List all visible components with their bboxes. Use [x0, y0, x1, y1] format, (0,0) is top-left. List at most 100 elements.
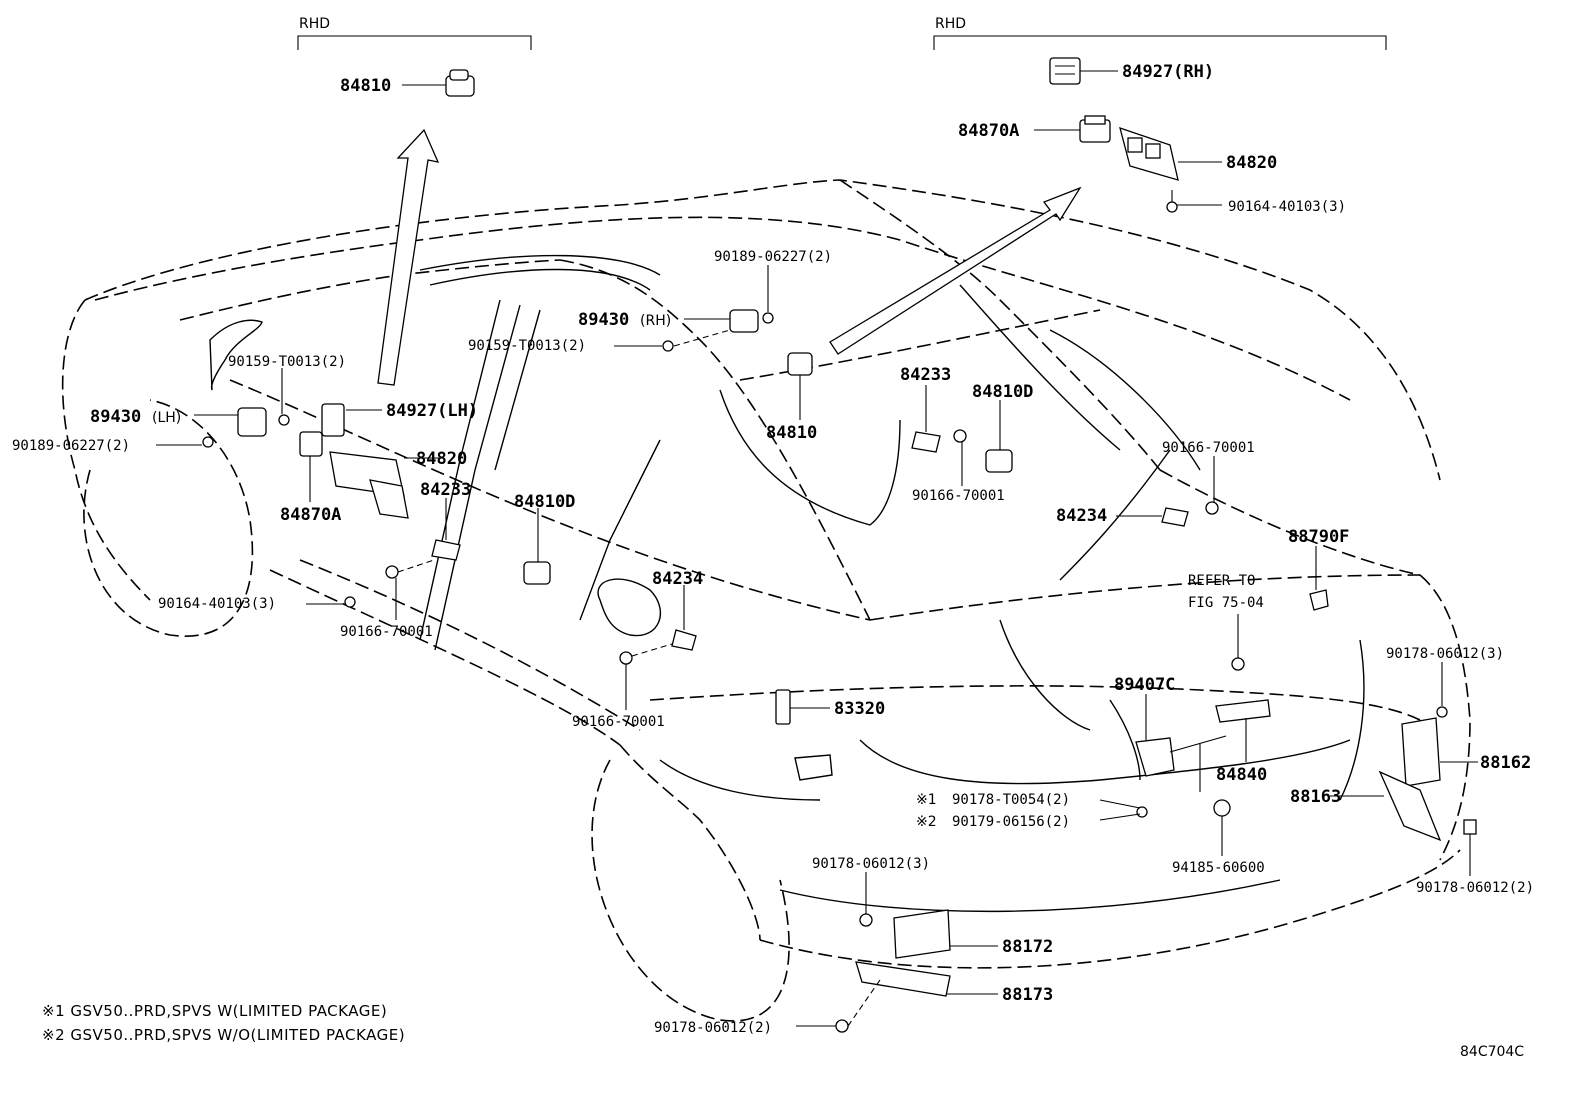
label-90179: 90179-06156(2) — [952, 814, 1070, 830]
part-labels: 84810 84927(RH) 84870A 84820 90164-40103… — [12, 62, 1534, 1036]
rhd-label-right: RHD — [935, 16, 966, 32]
label-84233-left: 84233 — [420, 480, 471, 500]
label-89407c: 89407C — [1114, 675, 1175, 695]
module-icon-88172 — [893, 909, 951, 959]
arrow-up-right — [829, 186, 1082, 355]
label-88173: 88173 — [1002, 985, 1053, 1005]
label-94185: 94185-60600 — [1172, 860, 1265, 876]
switch-icon-84927-lh — [321, 403, 345, 437]
label-90166-far: 90166-70001 — [1162, 440, 1255, 456]
label-89430-rh-suffix: (RH) — [640, 313, 671, 329]
label-90166-right: 90166-70001 — [912, 488, 1005, 504]
screw-icon-90189-left — [202, 436, 214, 448]
label-84810-top: 84810 — [340, 76, 391, 96]
label-90164-top: 90164-40103(3) — [1228, 199, 1346, 215]
screw-icon-90166-right — [953, 429, 967, 443]
label-90178-right-low: 90178-06012(2) — [1416, 880, 1534, 896]
label-84820-top: 84820 — [1226, 153, 1277, 173]
label-90178-t0054: 90178-T0054(2) — [952, 792, 1070, 808]
label-90189-top: 90189-06227(2) — [714, 249, 832, 265]
switch-icon-84233-right — [911, 431, 941, 453]
rhd-label-left: RHD — [299, 16, 330, 32]
switch-icon-84234-right — [1161, 507, 1189, 527]
label-90159-left: 90159-T0013(2) — [228, 354, 346, 370]
screw-icon-90164-left — [344, 596, 356, 608]
footnote-1: ※1 GSV50..PRD,SPVS W(LIMITED PACKAGE) — [42, 1002, 387, 1020]
part-shapes — [202, 57, 1477, 1033]
screw-icon-90166-lower — [619, 651, 633, 665]
vehicle-structure — [209, 254, 1365, 913]
sensor-icon-89407c — [1135, 737, 1175, 777]
nut-icon-94185 — [1213, 799, 1231, 817]
label-84820-left: 84820 — [416, 449, 467, 469]
screw-icon-90164-top — [1166, 190, 1178, 213]
switch-cover-icon — [369, 479, 409, 519]
vehicle-outline — [61, 179, 1471, 1022]
label-84870a-left: 84870A — [280, 505, 341, 525]
clip-icon-90178-bottom-top — [859, 913, 873, 927]
label-90159-center: 90159-T0013(2) — [468, 338, 586, 354]
label-90166-lower: 90166-70001 — [572, 714, 665, 730]
footnotes: ※1 GSV50..PRD,SPVS W(LIMITED PACKAGE) ※2… — [42, 1002, 405, 1044]
clip-icon-90178-bottom — [835, 1019, 849, 1033]
label-90164-left: 90164-40103(3) — [158, 596, 276, 612]
switch-icon-84233-left — [431, 539, 461, 561]
label-88162: 88162 — [1480, 753, 1531, 773]
label-88172: 88172 — [1002, 937, 1053, 957]
switch-icon-84810d-center — [523, 561, 551, 585]
label-88163: 88163 — [1290, 787, 1341, 807]
label-84234-center: 84234 — [652, 569, 703, 589]
label-mark-1: ※1 — [916, 792, 937, 808]
leader-lines — [156, 70, 1478, 1027]
screw-icon-90159-left — [278, 414, 290, 426]
label-84810d-center: 84810D — [514, 492, 575, 512]
clip-icon-90178-right-low — [1463, 819, 1477, 835]
label-84927-lh: 84927(LH) — [386, 401, 478, 421]
label-83320: 83320 — [834, 699, 885, 719]
switch-icon-84927-rh — [1049, 57, 1081, 85]
sensor-icon-89430-rh — [729, 309, 774, 333]
sensor-icon-83320 — [775, 689, 791, 725]
switch-icon-84234-center — [671, 629, 697, 651]
label-84810d-right: 84810D — [972, 382, 1033, 402]
label-84810-center: 84810 — [766, 423, 817, 443]
label-89430-rh: 89430 — [578, 310, 629, 330]
sensor-icon-88790f — [1309, 589, 1329, 611]
switch-icon-84810d-right — [985, 449, 1013, 473]
label-84234-right: 84234 — [1056, 506, 1107, 526]
label-84927-rh: 84927(RH) — [1122, 62, 1214, 82]
sensor-icon-89430-lh — [237, 407, 267, 437]
rhd-bracket-left: RHD — [297, 16, 532, 50]
footnote-2: ※2 GSV50..PRD,SPVS W/O(LIMITED PACKAGE) — [42, 1026, 405, 1044]
label-84233-right: 84233 — [900, 365, 951, 385]
label-90189-left: 90189-06227(2) — [12, 438, 130, 454]
switch-icon-84870a-top — [1079, 115, 1111, 143]
bracket-icon-88163 — [1378, 770, 1442, 842]
label-84870a-top: 84870A — [958, 121, 1019, 141]
label-89430-lh-suffix: (LH) — [152, 410, 181, 426]
switch-icon-84820-top — [1119, 126, 1179, 181]
label-90166-left: 90166-70001 — [340, 624, 433, 640]
label-90178-bottom-top: 90178-06012(3) — [812, 856, 930, 872]
arrow-up-left — [377, 128, 440, 386]
figure-code: 84C704C — [1460, 1044, 1524, 1060]
label-mark-2: ※2 — [916, 814, 937, 830]
screw-icon-90159-center — [662, 340, 674, 352]
module-icon-88162 — [1401, 717, 1441, 787]
clip-icon-90178-t0054 — [1136, 806, 1148, 818]
clip-icon-90178-right-top — [1436, 706, 1448, 718]
switch-icon-84870a-left — [299, 431, 323, 457]
screw-icon-90166-left — [385, 565, 399, 579]
rhd-bracket-right: RHD — [933, 16, 1387, 50]
label-88790f: 88790F — [1288, 527, 1349, 547]
screw-icon-90166-far — [1205, 501, 1219, 515]
switch-icon-84810-top — [445, 69, 475, 97]
ring-icon-refer — [1231, 657, 1245, 671]
label-refer-1: REFER TO — [1188, 573, 1255, 589]
label-90178-right-top: 90178-06012(3) — [1386, 646, 1504, 662]
label-89430-lh: 89430 — [90, 407, 141, 427]
bracket-icon-88173 — [855, 961, 951, 997]
switch-icon-84840 — [1215, 699, 1271, 723]
label-84840: 84840 — [1216, 765, 1267, 785]
